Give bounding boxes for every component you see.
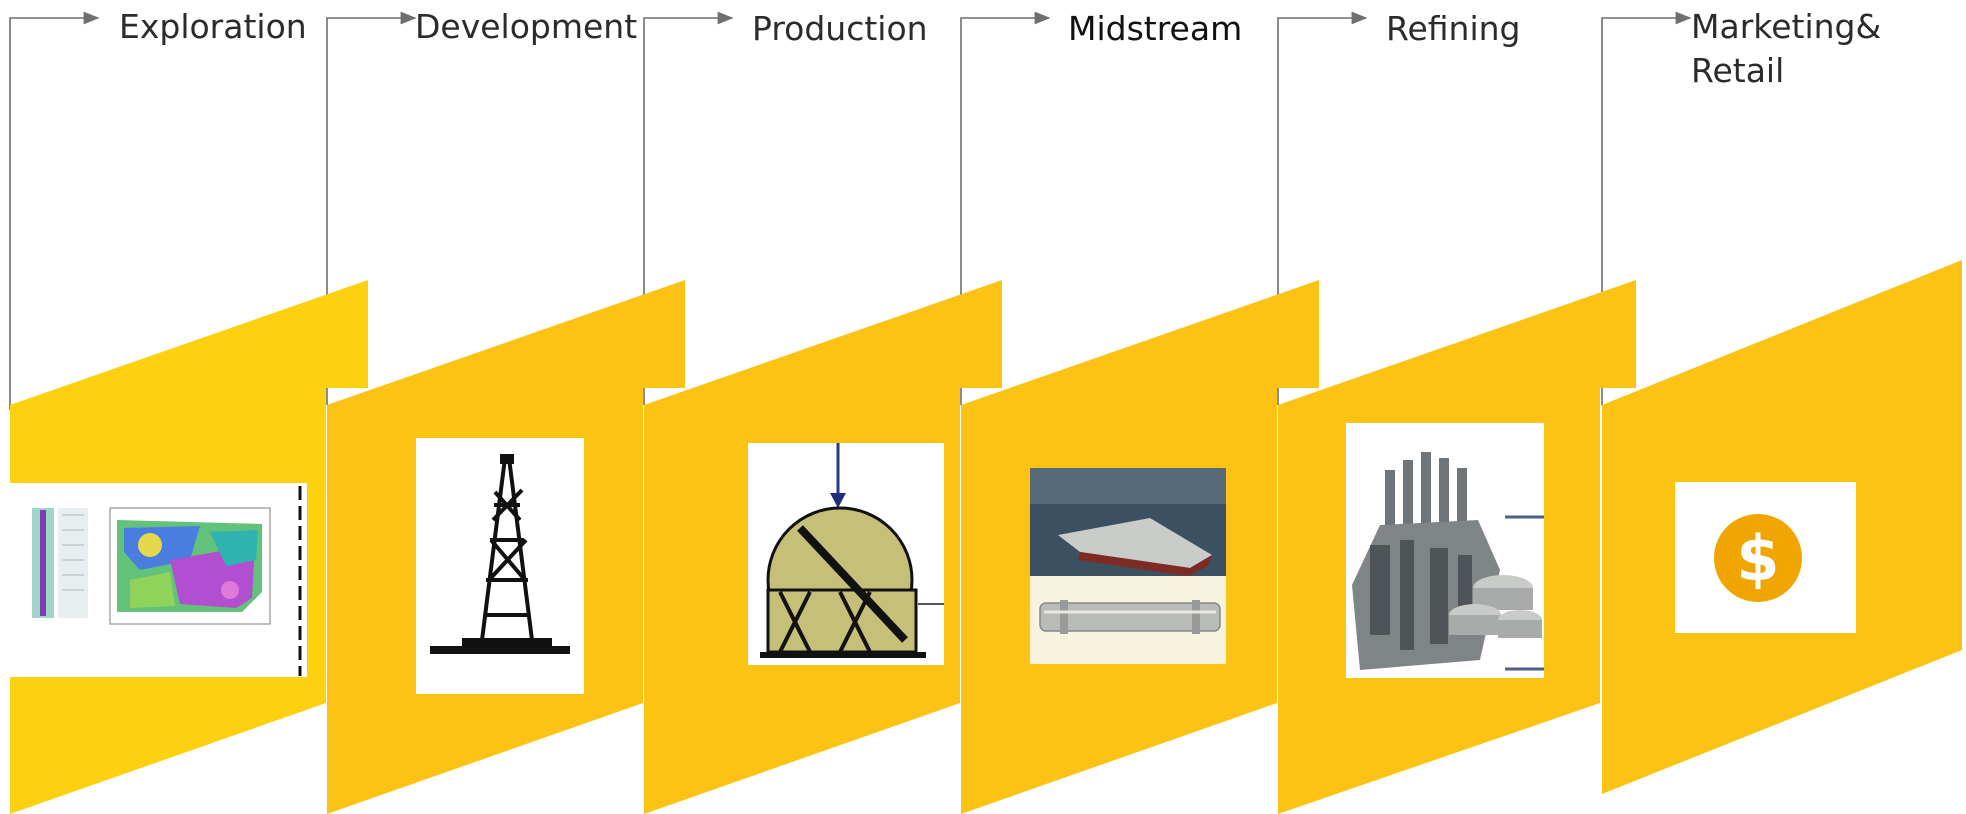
connector-arrow-refining bbox=[1277, 11, 1368, 405]
seismic-map-icon bbox=[10, 483, 307, 677]
refinery-icon bbox=[1346, 423, 1544, 678]
stage-label-exploration: Exploration bbox=[119, 7, 307, 46]
connector-arrow-marketing bbox=[1601, 11, 1692, 405]
stage-label-production: Production bbox=[752, 9, 928, 48]
stage-label-development: Development bbox=[415, 7, 637, 46]
tanker-pipeline-icon bbox=[1030, 468, 1226, 664]
labels: Exploration Development Production Midst… bbox=[119, 7, 1881, 90]
connectors bbox=[9, 11, 1692, 410]
storage-sphere-icon bbox=[748, 443, 944, 665]
stage-label-midstream: Midstream bbox=[1068, 9, 1242, 48]
connector-arrow-midstream bbox=[960, 11, 1051, 405]
stage-label-marketing-line1: Marketing& bbox=[1691, 7, 1881, 46]
dollar-coin-icon: $ bbox=[1675, 482, 1856, 633]
svg-text:$: $ bbox=[1736, 522, 1779, 595]
drilling-rig-icon bbox=[416, 438, 584, 694]
connector-arrow-exploration bbox=[9, 11, 100, 410]
connector-arrow-production bbox=[643, 11, 734, 405]
stage-label-marketing-line2: Retail bbox=[1691, 51, 1784, 90]
connector-arrow-development bbox=[326, 11, 417, 405]
stage-label-refining: Refining bbox=[1386, 9, 1520, 48]
